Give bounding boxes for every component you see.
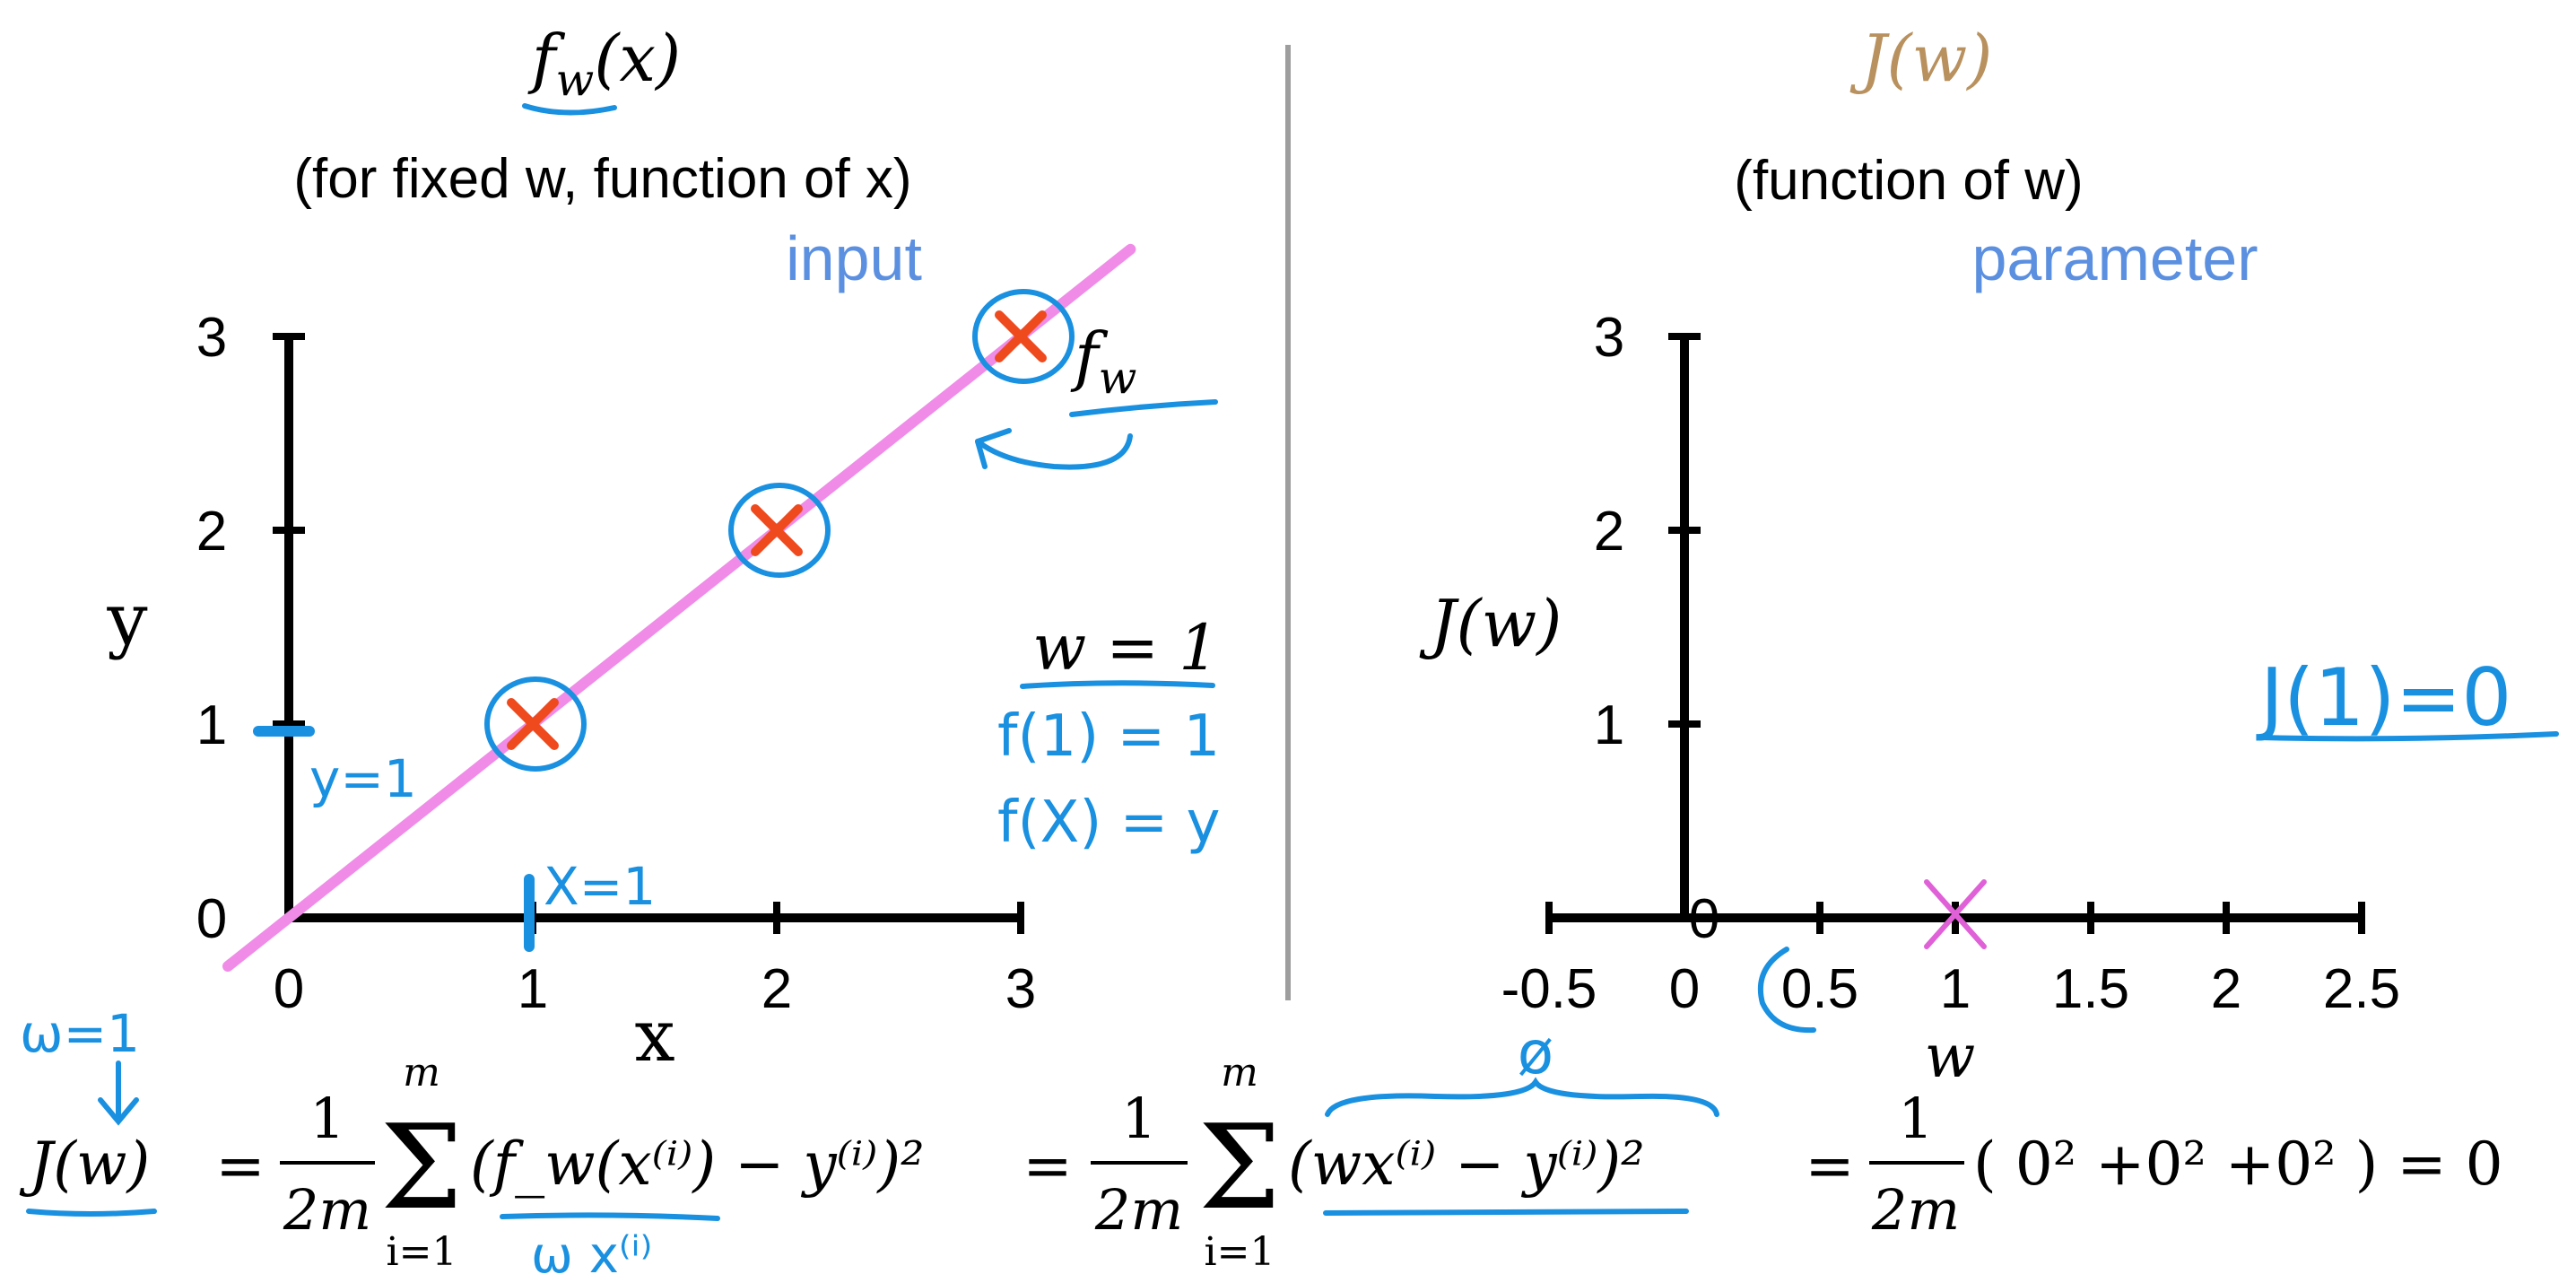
right-y-tick-label-1: 1: [1594, 694, 1624, 756]
frac2-num: 1: [1121, 1086, 1156, 1151]
fit-line: [222, 243, 1136, 972]
right-x-tick-label-6: 2.5: [2323, 958, 2400, 1020]
right-subtitle: (function of w): [1734, 150, 2083, 212]
right-y-tick-label-3: 3: [1594, 307, 1624, 369]
right-x-tick-label-5: 2: [2211, 958, 2241, 1020]
left-x-label: x: [634, 994, 674, 1078]
annotation-w1: ω=1: [20, 1003, 140, 1064]
sum2-bot: i=1: [1205, 1229, 1275, 1275]
j1-underline-ink: [2258, 731, 2559, 742]
formula-lhs: J(w): [19, 1130, 150, 1199]
term2-brace-ink: [1325, 1077, 1719, 1117]
left-title: fw(x): [527, 21, 681, 106]
fw-underline-ink: [1069, 399, 1218, 417]
left-x-tick-label-1: 1: [518, 958, 548, 1020]
annotation-x1: X=1: [544, 856, 656, 917]
term2-underline-ink: [1323, 1209, 1689, 1216]
cost-formula: J(w) = 1 2m m Σ i=1 (f_w(x⁽ⁱ⁾) − y⁽ⁱ⁾)² …: [19, 1018, 2503, 1283]
right-x-tick-label-3: 1: [1940, 958, 1971, 1020]
w1-arrow-ink: [98, 1060, 139, 1126]
left-ticks: 0 1 2 3 0 1 2 3: [196, 307, 1036, 1020]
arrow-ink: [975, 433, 1133, 470]
title-underline-ink: [522, 103, 617, 116]
data-point-1: [484, 676, 587, 772]
formula-eq3: =: [1805, 1131, 1854, 1200]
sum1-bot: i=1: [387, 1229, 457, 1275]
right-x-tick-label-4: 1.5: [2052, 958, 2129, 1020]
data-point-circle-ink-3: [972, 289, 1075, 384]
formula-eq2: =: [1023, 1131, 1072, 1200]
left-y-tick-label-2: 2: [196, 501, 227, 563]
annotation-zero: ø: [1518, 1018, 1553, 1087]
formula-term1: (f_w(x⁽ⁱ⁾) − y⁽ⁱ⁾)²: [470, 1130, 925, 1199]
data-point-2: [728, 483, 831, 578]
right-y-tick-label-2: 2: [1594, 501, 1624, 563]
right-x-tick-label-2: 0.5: [1781, 958, 1858, 1020]
right-y-label: J(w): [1419, 586, 1562, 661]
right-y-tick-label-0: 0: [1689, 888, 1719, 950]
frac3-num: 1: [1898, 1086, 1933, 1151]
left-tag: input: [786, 223, 922, 293]
frac1-num: 1: [309, 1086, 344, 1151]
formula-term3: ( 0² +0² +0² ) = 0: [1973, 1130, 2503, 1199]
data-point-cross-1: [507, 698, 559, 750]
half-circle-ink: [1757, 947, 1816, 1034]
left-y-tick-label-3: 3: [196, 307, 227, 369]
left-x-tick-label-0: 0: [274, 958, 304, 1020]
data-point-3: [972, 289, 1075, 384]
right-ticks: -0.5 0 0.5 1 1.5 2 2.5 0 1 2 3: [1501, 307, 2401, 1020]
frac1-den: 2m: [283, 1177, 371, 1243]
left-x-tick-label-2: 2: [761, 958, 792, 1020]
left-y-tick-label-0: 0: [196, 888, 227, 950]
data-point-cross-2: [751, 504, 803, 556]
left-subtitle: (for fixed w, function of x): [293, 148, 911, 210]
formula-eq1: =: [215, 1131, 265, 1200]
right-plot-area: [1924, 879, 1987, 949]
w-equals-label: w = 1: [1032, 611, 1219, 685]
left-x-tick-label-3: 3: [1005, 958, 1036, 1020]
cost-point-1: [1924, 879, 1987, 949]
sum2-sigma: Σ: [1198, 1099, 1281, 1235]
left-y-tick-label-1: 1: [196, 694, 227, 756]
arrow-head-ink: [975, 428, 1012, 469]
sum1-sigma: Σ: [380, 1099, 463, 1235]
right-x-label: w: [1925, 1022, 1976, 1091]
sum2-top: m: [1221, 1050, 1258, 1095]
lhs-underline-ink: [26, 1209, 157, 1217]
right-x-tick-label-0: -0.5: [1501, 958, 1597, 1020]
right-x-tick-label-1: 0: [1669, 958, 1700, 1020]
data-point-circle-ink-2: [728, 483, 831, 578]
fit-line-label: fw: [1070, 319, 1136, 404]
data-point-circle-ink-1: [484, 676, 587, 772]
annotation-wx: ω x⁽ⁱ⁾: [531, 1226, 652, 1283]
w-underline-ink: [1020, 680, 1215, 689]
frac2-den: 2m: [1094, 1177, 1183, 1243]
data-point-cross-3: [995, 310, 1047, 362]
right-title: J(w): [1849, 21, 1993, 96]
right-panel: J(w) (function of w) parameter -0.5 0 0.5 1…: [1419, 21, 2559, 1091]
sum1-top: m: [403, 1050, 440, 1095]
formula-term2: (wx⁽ⁱ⁾ − y⁽ⁱ⁾)²: [1288, 1130, 1645, 1199]
annotation-j1: J(1)=0: [2256, 651, 2511, 744]
left-panel: fw(x) (for fixed w, function of x) input…: [20, 21, 1221, 1126]
annotation-y1: y=1: [309, 748, 417, 809]
left-y-label: y: [106, 578, 147, 661]
right-tag: parameter: [1971, 223, 2258, 293]
term1-underline-ink: [500, 1212, 720, 1221]
annotation-fx: f(X) = y: [997, 790, 1221, 856]
left-plot-area: [222, 243, 1136, 972]
frac3-den: 2m: [1871, 1177, 1960, 1243]
annotation-f1: f(1) = 1: [997, 703, 1220, 770]
